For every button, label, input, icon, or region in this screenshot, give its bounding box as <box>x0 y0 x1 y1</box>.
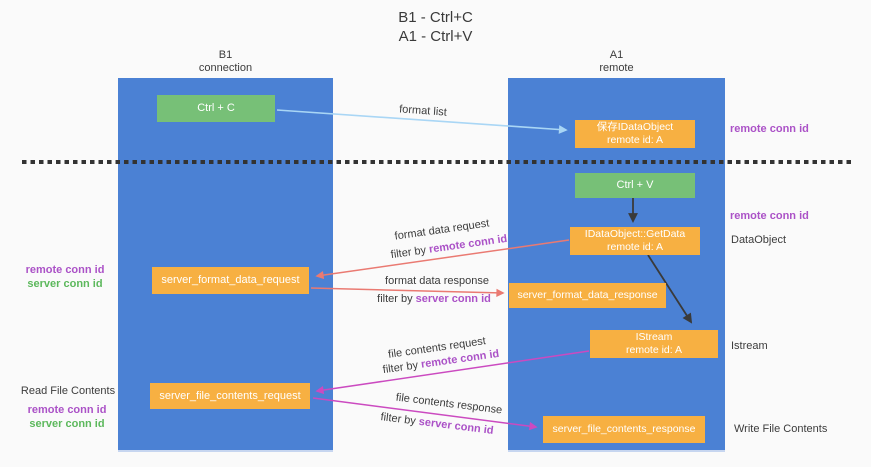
side-label-remote-conn-id-mid: remote conn id <box>730 210 809 222</box>
node-ctrl-c: Ctrl + C <box>157 95 275 122</box>
side-label-read-file-contents: Read File Contents <box>20 385 116 397</box>
left-remote-conn-id-1: remote conn id <box>25 264 105 276</box>
node-server-format-data-request-label: server_format_data_request <box>161 274 300 286</box>
label-file-contents-response: file contents response <box>395 391 503 417</box>
side-label-istream: Istream <box>731 340 768 352</box>
filter-by-text-3: filter by <box>382 358 422 377</box>
node-save-idataobject: 保存IDataObject remote id: A <box>575 120 695 148</box>
node-server-format-data-response: server_format_data_response <box>509 283 666 308</box>
lane-header-a1: A1 remote <box>508 49 725 75</box>
side-group-conn-ids-bottom: remote conn id server conn id <box>17 403 117 431</box>
node-ctrl-v-label: Ctrl + V <box>616 179 654 191</box>
node-server-file-contents-request: server_file_contents_request <box>150 383 310 409</box>
left-server-conn-id-1: server conn id <box>27 278 103 290</box>
side-label-dataobject: DataObject <box>731 234 787 246</box>
node-idataobject-getdata-line1: IDataObject::GetData <box>584 228 686 240</box>
label-format-data-response: format data response <box>385 275 489 287</box>
diagram-title: B1 - Ctrl+C A1 - Ctrl+V <box>0 8 871 46</box>
side-label-remote-conn-id-top: remote conn id <box>730 123 809 135</box>
node-save-idataobject-line1: 保存IDataObject <box>596 121 674 133</box>
left-server-conn-id-2: server conn id <box>29 418 105 430</box>
node-server-file-contents-request-label: server_file_contents_request <box>159 389 301 402</box>
left-remote-conn-id-2: remote conn id <box>27 404 107 416</box>
side-group-conn-ids-top: remote conn id server conn id <box>15 263 115 291</box>
node-save-idataobject-line2: remote id: A <box>606 134 664 146</box>
node-ctrl-v: Ctrl + V <box>575 173 695 198</box>
node-ctrl-c-label: Ctrl + C <box>197 102 235 114</box>
node-istream-line1: IStream <box>635 331 673 343</box>
node-server-format-data-request: server_format_data_request <box>152 267 309 294</box>
lane-b1-subtitle: connection <box>198 62 253 74</box>
label-filter-server-conn-id-2: filter by server conn id <box>380 411 494 437</box>
lane-a1-subtitle: remote <box>599 62 634 74</box>
lane-header-b1: B1 connection <box>118 49 333 75</box>
node-istream-line2: remote id: A <box>625 344 683 356</box>
title-line-2: A1 - Ctrl+V <box>398 28 473 45</box>
node-idataobject-getdata: IDataObject::GetData remote id: A <box>570 227 700 255</box>
server-conn-id-text-2: server conn id <box>418 415 495 437</box>
lane-a1-title: A1 <box>609 49 624 61</box>
node-idataobject-getdata-line2: remote id: A <box>606 241 664 253</box>
node-server-file-contents-response: server_file_contents_response <box>543 416 705 443</box>
label-filter-server-conn-id-1: filter by server conn id <box>377 293 491 305</box>
title-line-1: B1 - Ctrl+C <box>398 9 473 26</box>
lane-b1-title: B1 <box>218 49 233 61</box>
node-server-format-data-response-label: server_format_data_response <box>517 289 658 301</box>
filter-by-text-4: filter by <box>379 411 420 428</box>
side-label-write-file-contents: Write File Contents <box>734 423 828 435</box>
server-conn-id-text-1: server conn id <box>415 293 491 305</box>
node-server-file-contents-response-label: server_file_contents_response <box>552 423 696 435</box>
filter-by-text-1: filter by <box>390 243 430 262</box>
filter-by-text-2: filter by <box>377 293 416 305</box>
label-format-list: format list <box>398 103 448 119</box>
node-istream: IStream remote id: A <box>590 330 718 358</box>
